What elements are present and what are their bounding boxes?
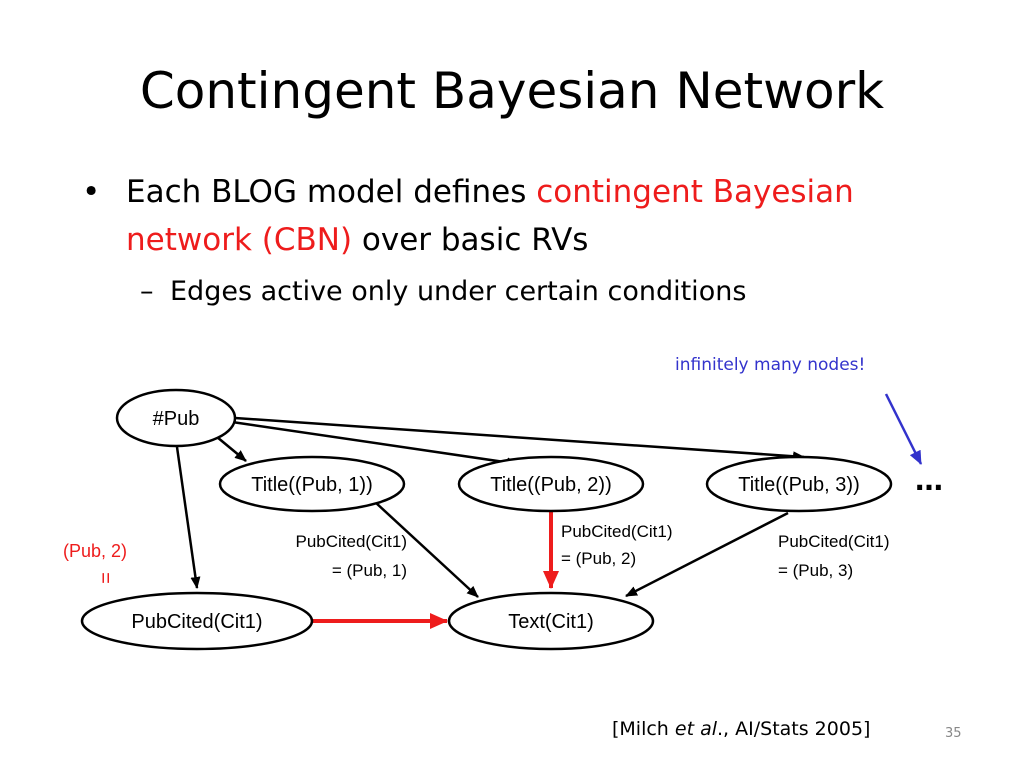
node-title1-label: Title((Pub, 1)) <box>251 474 373 496</box>
edge-pub-title1 <box>216 436 247 462</box>
pubcited-value-equals: = <box>94 572 116 584</box>
bullet-dot: • <box>82 174 101 210</box>
node-pub-label: #Pub <box>153 408 200 430</box>
bullet-1-highlight: contingent Bayesian network (CBN) <box>126 174 854 258</box>
condition-1-line1: PubCited(Cit1) <box>296 532 408 551</box>
bullet-item-1: • Each BLOG model defines contingent Bay… <box>82 168 982 264</box>
infinite-nodes-annotation: infinitely many nodes! <box>675 355 865 375</box>
bullet-1-prefix: Each BLOG model defines <box>126 174 537 210</box>
node-pub: #Pub <box>115 388 237 448</box>
edge-pub-title3 <box>234 416 805 462</box>
edge-title3-text <box>625 511 789 598</box>
condition-1-line2: = (Pub, 1) <box>332 561 407 580</box>
bullet-2-text: Edges active only under certain conditio… <box>170 276 747 307</box>
condition-3-line1: PubCited(Cit1) <box>778 532 890 551</box>
bullet-list: • Each BLOG model defines contingent Bay… <box>82 168 982 312</box>
node-title2: Title((Pub, 2)) <box>457 455 645 513</box>
edge-pub-title2 <box>231 420 519 468</box>
citation: [Milch et al., AI/Stats 2005] <box>612 718 870 740</box>
page-number: 35 <box>945 726 962 741</box>
pubcited-value-label: (Pub, 2) <box>63 541 127 561</box>
edge-pub-pubcited <box>175 446 201 589</box>
node-text-label: Text(Cit1) <box>508 611 594 633</box>
condition-3-line2: = (Pub, 3) <box>778 561 853 580</box>
node-title3: Title((Pub, 3)) <box>705 455 893 513</box>
annotation-arrow <box>884 393 923 465</box>
node-title1: Title((Pub, 1)) <box>218 455 406 513</box>
condition-2-line1: PubCited(Cit1) <box>561 522 673 541</box>
citation-italic: et al <box>674 718 718 740</box>
slide-title: Contingent Bayesian Network <box>139 62 885 120</box>
bullet-1-suffix: over basic RVs <box>352 222 589 258</box>
bullet-item-2: – Edges active only under certain condit… <box>82 272 982 312</box>
node-title3-label: Title((Pub, 3)) <box>738 474 860 496</box>
citation-pre: [Milch <box>612 718 675 740</box>
node-text: Text(Cit1) <box>447 591 655 651</box>
bullet-dash: – <box>140 276 154 307</box>
citation-post: ., AI/Stats 2005] <box>717 718 871 740</box>
condition-2-line2: = (Pub, 2) <box>561 549 636 568</box>
node-pubcited: PubCited(Cit1) <box>80 591 314 651</box>
edge-title1-text <box>374 501 479 598</box>
ellipsis-more-nodes: … <box>915 464 943 497</box>
node-title2-label: Title((Pub, 2)) <box>490 474 612 496</box>
node-pubcited-label: PubCited(Cit1) <box>131 611 262 633</box>
